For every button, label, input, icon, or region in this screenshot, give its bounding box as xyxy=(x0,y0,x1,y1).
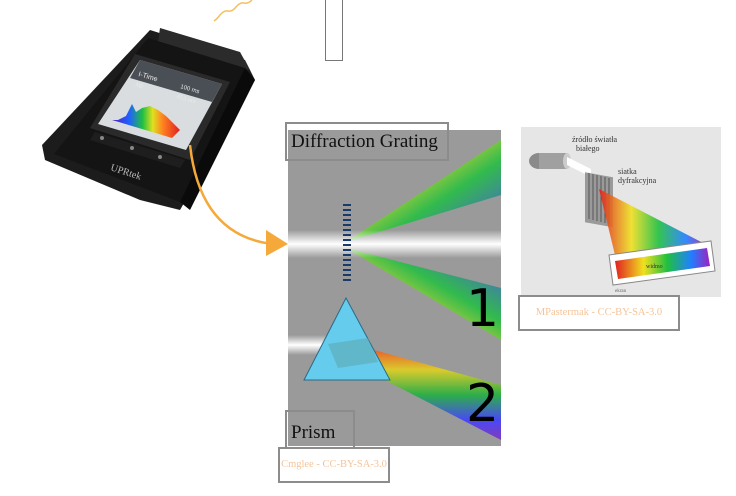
prism-title: Prism xyxy=(285,410,355,449)
device-screen-lambda-value: 453 nm xyxy=(175,94,196,105)
device-screen-itime-value: 100 ms xyxy=(179,84,200,95)
top-stick xyxy=(325,0,343,61)
spectrometer-device: UPRtek I-Time 100 ms λp 453 nm xyxy=(42,28,255,210)
label-1: 1 xyxy=(466,279,500,339)
device-screen-lambda: λp xyxy=(134,81,143,90)
grating-title: Diffraction Grating xyxy=(285,122,449,161)
credit-polish: MPastermak - CC-BY-SA-3.0 xyxy=(518,295,680,331)
polish-diagram xyxy=(529,153,716,286)
diffraction-panel xyxy=(288,130,501,446)
orange-arrow xyxy=(188,144,288,256)
grating-bars xyxy=(343,204,351,281)
polish-small-label: ekran xyxy=(615,289,627,294)
credit-main: Cmglee - CC-BY-SA-3.0 xyxy=(278,447,390,483)
polish-grating-label: siatka dyfrakcyjna xyxy=(618,167,657,185)
squiggle-wire xyxy=(213,0,253,22)
polish-screen-label: widmo xyxy=(646,264,663,270)
polish-source-label: źródło światła białego xyxy=(572,135,618,153)
label-2: 2 xyxy=(466,374,500,434)
